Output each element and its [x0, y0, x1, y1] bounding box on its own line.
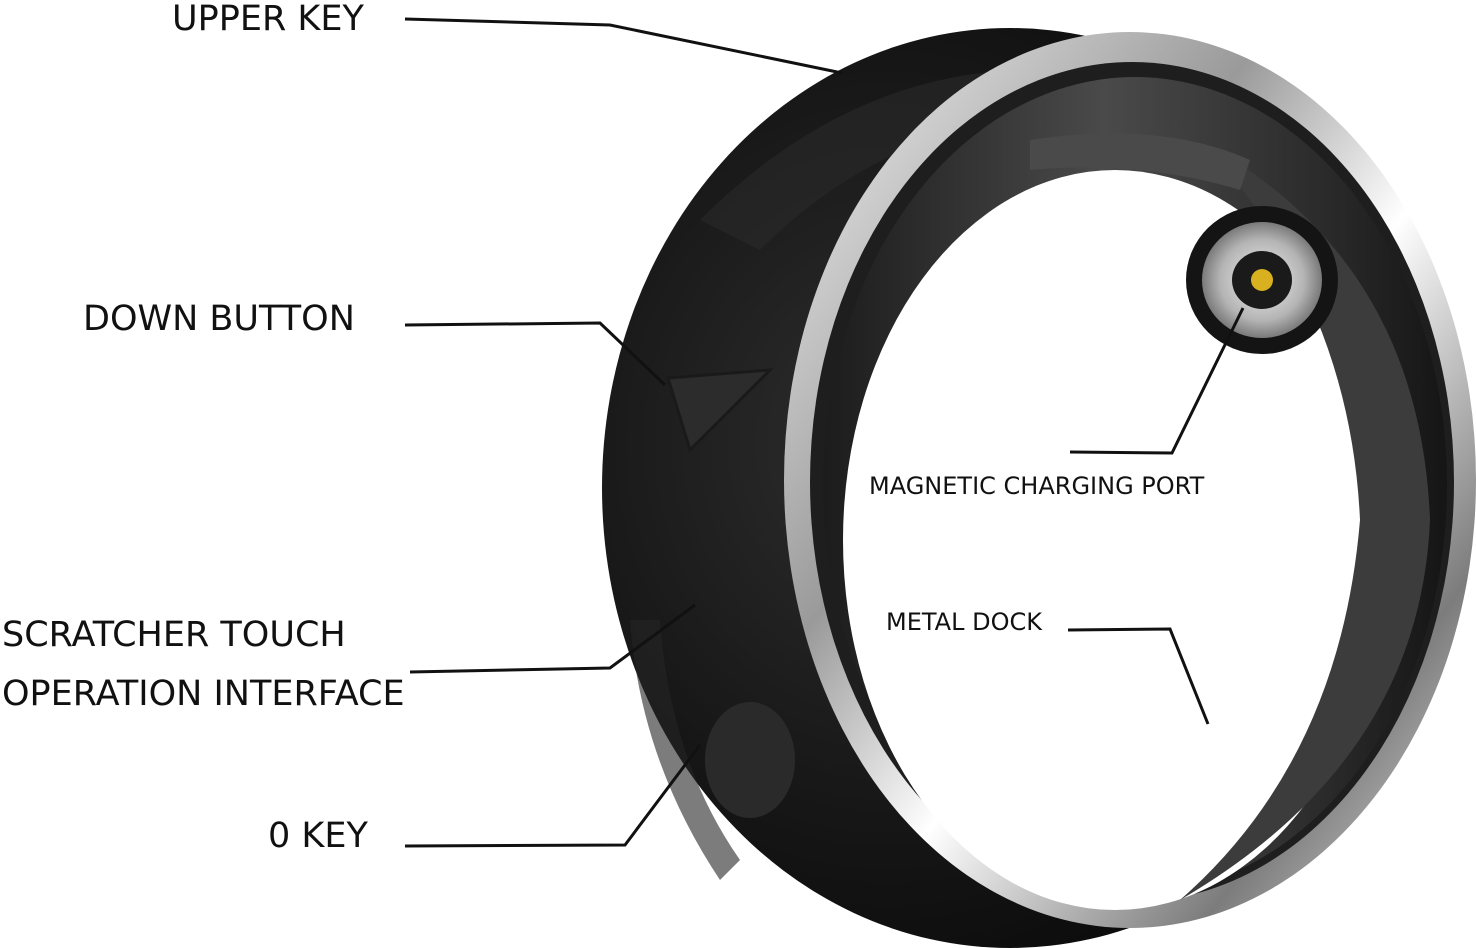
leader-lines — [404, 17, 1245, 848]
metal-dock — [823, 77, 1447, 910]
leader-scratcher — [409, 603, 696, 674]
zero-key-icon — [705, 702, 795, 818]
leader-zero-key — [404, 744, 702, 848]
down-button-icon — [666, 368, 774, 453]
magnetic-charging-port-label: MAGNETIC CHARGING PORT — [869, 472, 1205, 500]
zero-key-label: 0 KEY — [268, 816, 368, 856]
operation-interface-label: OPERATION INTERFACE — [2, 674, 405, 714]
down-button-label: DOWN BUTTON — [83, 299, 355, 339]
scratcher-touch-label: SCRATCHER TOUCH — [2, 615, 346, 655]
leader-upper-key — [404, 17, 843, 75]
leader-down-button — [404, 321, 667, 387]
charging-port-icon — [1186, 206, 1338, 354]
metal-dock-label: METAL DOCK — [886, 608, 1042, 636]
leader-metal-dock — [1067, 627, 1210, 725]
upper-key-label: UPPER KEY — [172, 0, 364, 39]
leader-magnetic-port — [1069, 307, 1245, 455]
